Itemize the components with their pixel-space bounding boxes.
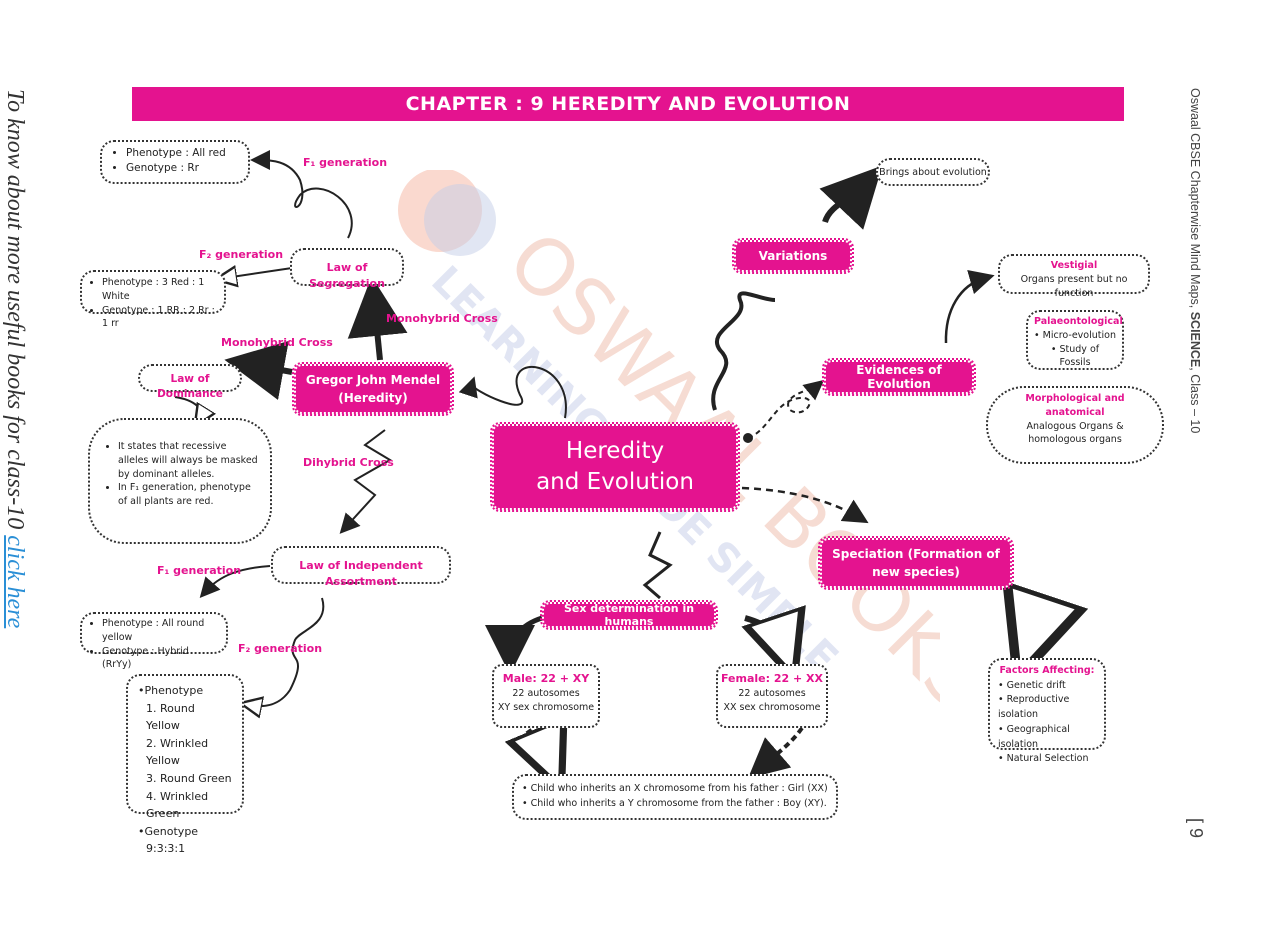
independent-f1-phenotype: Phenotype : All round yellow bbox=[102, 617, 220, 645]
morphological-title-2: anatomical bbox=[1045, 406, 1105, 418]
central-topic-line2: and Evolution bbox=[536, 469, 694, 495]
child-boy: • Child who inherits a Y chromosome from… bbox=[522, 798, 827, 810]
morphological-text-2: homologous organs bbox=[1028, 434, 1122, 446]
factors-title: Factors Affecting: bbox=[999, 665, 1095, 676]
segregation-f2-phenotype: Phenotype : 3 Red : 1 White bbox=[102, 276, 218, 304]
segregation-f1-label: F₁ generation bbox=[303, 156, 388, 169]
segregation-f2-label: F₂ generation bbox=[199, 248, 284, 261]
male-box: Male: 22 + XY 22 autosomes XY sex chromo… bbox=[492, 664, 600, 728]
morphological-anatomical-box: Morphological and anatomical Analogous O… bbox=[986, 386, 1164, 464]
segregation-f2-genotype: Genotype : 1 RR : 2 Rr : 1 rr bbox=[102, 304, 218, 332]
dihybrid-cross-label: Dihybrid Cross bbox=[303, 456, 394, 469]
law-of-dominance-node: Law of Dominance bbox=[138, 364, 242, 400]
factor-4: • Natural Selection bbox=[998, 753, 1089, 765]
male-title: Male: 22 + XY bbox=[502, 672, 590, 685]
chapter-banner: CHAPTER : 9 HEREDITY AND EVOLUTION bbox=[132, 87, 1124, 121]
dominance-point-2: In F₁ generation, phenotype of all plant… bbox=[118, 481, 258, 509]
brings-about-evolution-box: Brings about evolution bbox=[876, 158, 990, 186]
factors-affecting-box: Factors Affecting: • Genetic drift • Rep… bbox=[988, 658, 1106, 764]
female-line-2: XX sex chromosome bbox=[723, 701, 821, 713]
f2-genotype-heading: •Genotype bbox=[138, 824, 199, 838]
palaeontological-box: Palaeontological • Micro-evolution • Stu… bbox=[1026, 310, 1124, 370]
sex-determination-node: Sex determination in humans bbox=[540, 600, 718, 630]
speciation-title-2: new species) bbox=[872, 565, 960, 579]
evidences-of-evolution-node: Evidences of Evolution bbox=[822, 358, 976, 396]
child-girl: • Child who inherits an X chromosome fro… bbox=[522, 783, 828, 794]
morphological-text-1: Analogous Organs & bbox=[1026, 420, 1124, 432]
independent-f1-label: F₁ generation bbox=[157, 564, 242, 577]
vestigial-text: Organs present but no function bbox=[1020, 273, 1128, 299]
f2-phenotype-1: 1. Round Yellow bbox=[146, 701, 195, 733]
vestigial-title: Vestigial bbox=[1050, 260, 1098, 271]
palaeo-point-1: • Micro-evolution bbox=[1034, 329, 1116, 341]
palaeontological-title: Palaeontological bbox=[1034, 316, 1123, 327]
dominance-point-1: It states that recessive alleles will al… bbox=[118, 440, 258, 481]
female-title: Female: 22 + XX bbox=[720, 672, 824, 685]
male-line-2: XY sex chromosome bbox=[497, 701, 595, 713]
mendel-subtitle: (Heredity) bbox=[338, 391, 408, 405]
f2-phenotype-heading: •Phenotype bbox=[138, 684, 204, 697]
independent-f1-genotype: Genotype : Hybrid (RrYy) bbox=[102, 645, 220, 673]
mendel-name: Gregor John Mendel bbox=[305, 373, 441, 387]
segregation-f1-box: Phenotype : All red Genotype : Rr bbox=[100, 140, 250, 184]
variations-node: Variations bbox=[732, 238, 854, 274]
male-line-1: 22 autosomes bbox=[512, 687, 580, 699]
independent-f2-label: F₂ generation bbox=[238, 642, 323, 655]
dominance-monohybrid-label: Monohybrid Cross bbox=[221, 336, 333, 349]
mendel-node: Gregor John Mendel (Heredity) bbox=[292, 362, 454, 416]
f2-phenotype-2: 2. Wrinkled Yellow bbox=[146, 736, 209, 768]
female-box: Female: 22 + XX 22 autosomes XX sex chro… bbox=[716, 664, 828, 728]
palaeo-point-2: • Study of Fossils bbox=[1050, 343, 1100, 369]
female-line-1: 22 autosomes bbox=[738, 687, 806, 699]
factor-1: • Genetic drift bbox=[998, 679, 1066, 691]
f2-phenotype-4: 4. Wrinkled Green bbox=[146, 789, 209, 821]
speciation-node: Speciation (Formation of new species) bbox=[818, 536, 1014, 590]
segregation-f2-box: Phenotype : 3 Red : 1 White Genotype : 1… bbox=[80, 270, 226, 329]
morphological-title-1: Morphological and bbox=[1025, 393, 1125, 404]
factor-2: • Reproductive isolation bbox=[998, 694, 1070, 721]
dominance-description-box: It states that recessive alleles will al… bbox=[88, 418, 272, 544]
speciation-title-1: Speciation (Formation of bbox=[832, 547, 1000, 561]
vestigial-box: Vestigial Organs present but no function bbox=[998, 254, 1150, 299]
segregation-f1-phenotype: Phenotype : All red bbox=[126, 146, 238, 161]
independent-f1-box: Phenotype : All round yellow Genotype : … bbox=[80, 612, 228, 670]
law-of-segregation-node: Law of Segregation bbox=[290, 248, 404, 290]
segregation-f1-genotype: Genotype : Rr bbox=[126, 161, 238, 176]
factor-3: • Geographical isolation bbox=[998, 723, 1070, 750]
f2-genotype-ratio: 9:3:3:1 bbox=[146, 842, 186, 856]
f2-phenotype-3: 3. Round Green bbox=[146, 771, 232, 785]
law-of-independent-assortment-node: Law of Independent Assortment bbox=[271, 546, 451, 588]
child-inheritance-box: • Child who inherits an X chromosome fro… bbox=[512, 774, 838, 820]
central-topic-heredity-evolution: Heredity and Evolution bbox=[490, 422, 740, 512]
segregation-monohybrid-label: Monohybrid Cross bbox=[386, 312, 498, 325]
central-topic-line1: Heredity bbox=[565, 437, 665, 464]
independent-f2-box: •Phenotype 1. Round Yellow 2. Wrinkled Y… bbox=[126, 674, 244, 855]
